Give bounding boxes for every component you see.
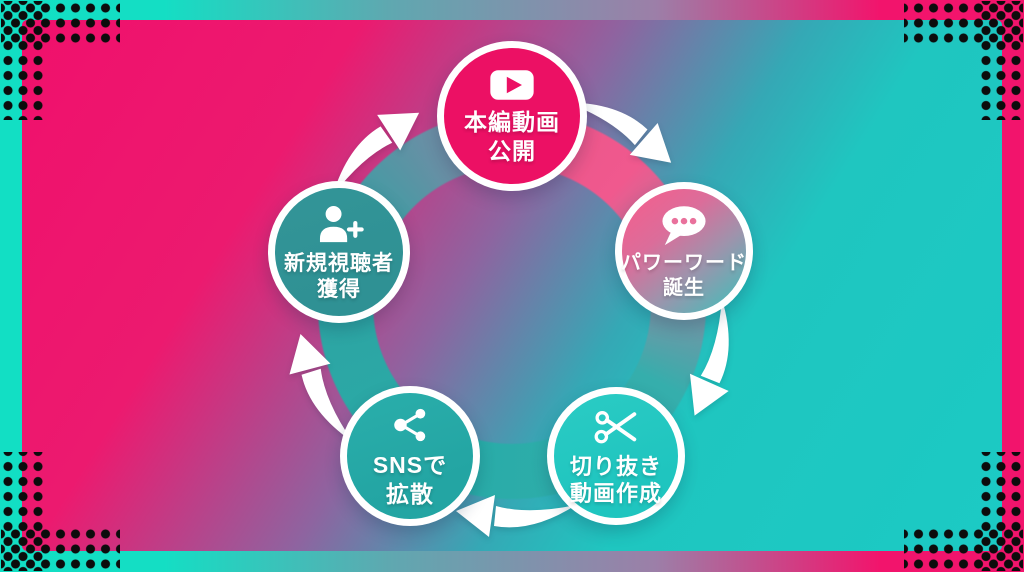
node-label: 新規視聴者 獲得 (284, 251, 394, 301)
corner-dots-bottom-right (979, 452, 1023, 571)
arrow-bottom-right-to-bottom-left (456, 495, 576, 537)
node-label: SNSで 拡散 (372, 452, 448, 507)
scissors-icon (594, 410, 637, 444)
node-main-video-release: 本編動画 公開 (437, 41, 587, 191)
corner-dots-bottom-left (1, 452, 45, 571)
node-label: 本編動画 公開 (464, 109, 560, 164)
node-power-word-born: パワーワード 誕生 (615, 182, 753, 320)
corner-dots-top-left (1, 1, 45, 120)
share-icon (394, 409, 426, 442)
node-label: 切り抜き 動画作成 (569, 453, 662, 506)
speech-bubble-icon (662, 206, 706, 246)
node-new-viewer-acquisition: 新規視聴者 獲得 (268, 181, 410, 323)
person-add-icon (319, 206, 364, 243)
node-label: パワーワード 誕生 (621, 252, 747, 299)
node-clip-video-creation: 切り抜き 動画作成 (547, 387, 685, 525)
node-sns-spread: SNSで 拡散 (340, 386, 480, 526)
youtube-play-icon (490, 70, 534, 101)
corner-dots-top-right (979, 1, 1023, 120)
